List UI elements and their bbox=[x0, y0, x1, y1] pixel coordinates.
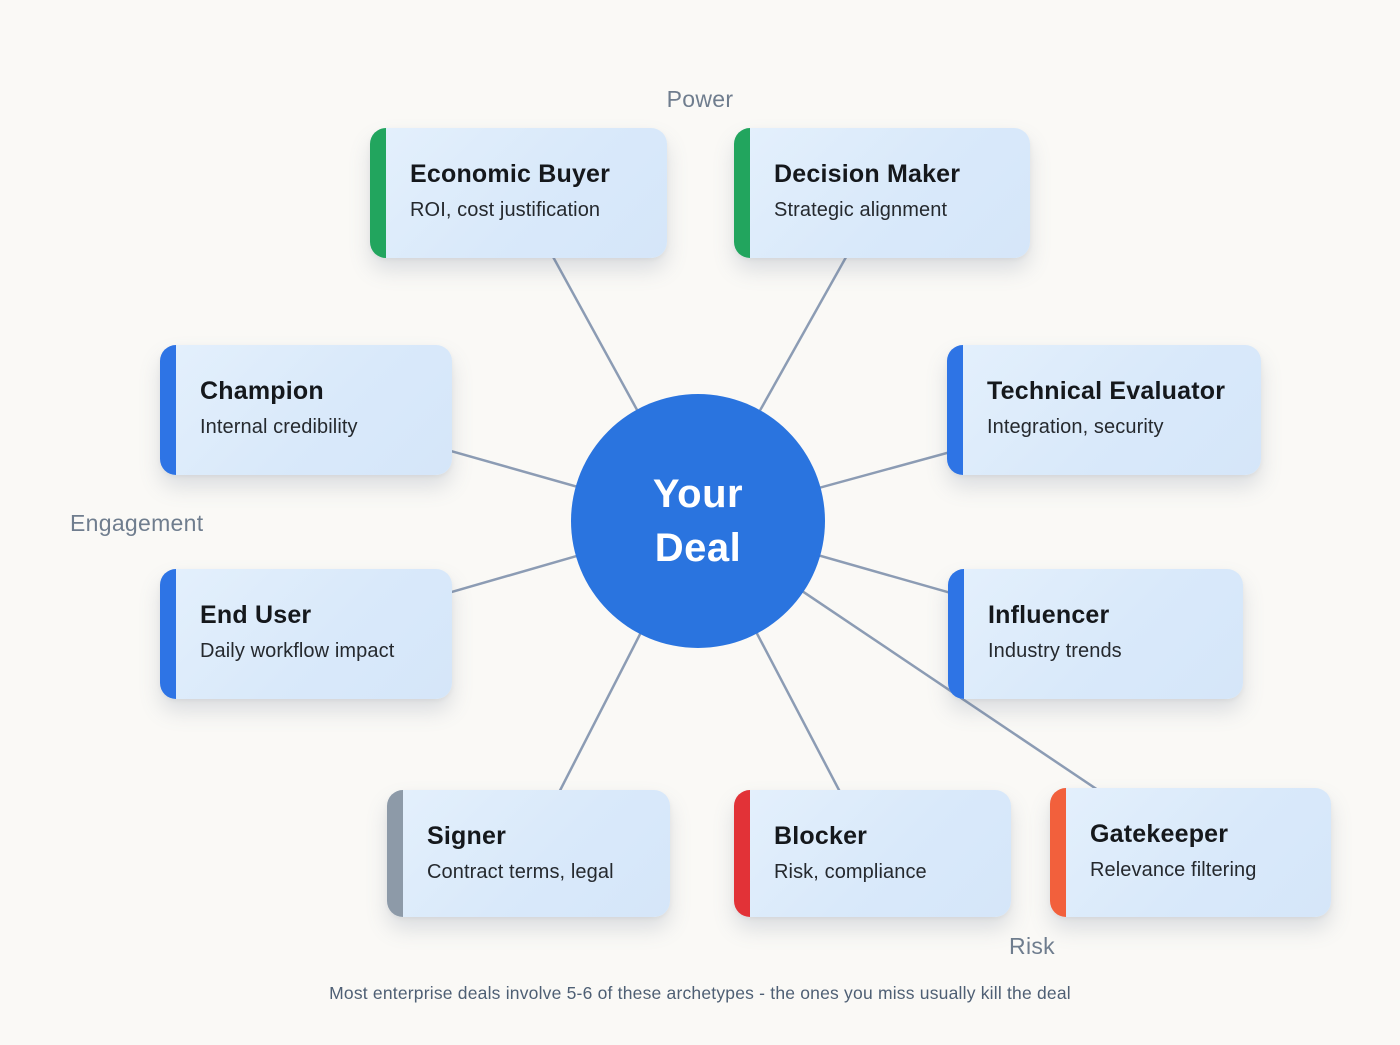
card-champion: Champion Internal credibility bbox=[160, 345, 452, 475]
card-title: Economic Buyer bbox=[410, 160, 611, 188]
card-blocker: Blocker Risk, compliance bbox=[734, 790, 1011, 917]
hub-label-line1: Your bbox=[652, 472, 744, 516]
card-end-user: End User Daily workflow impact bbox=[160, 569, 452, 699]
card-subtitle: Integration, security bbox=[987, 416, 1164, 438]
card-title: End User bbox=[200, 601, 312, 629]
card-subtitle: Contract terms, legal bbox=[427, 861, 614, 883]
group-label-power: Power bbox=[666, 86, 734, 112]
card-subtitle: Risk, compliance bbox=[774, 861, 927, 883]
card-title: Influencer bbox=[988, 601, 1110, 629]
accent-bar bbox=[160, 569, 176, 699]
hub-label-line2: Deal bbox=[654, 526, 742, 570]
card-subtitle: ROI, cost justification bbox=[410, 199, 601, 221]
accent-bar bbox=[1050, 788, 1066, 917]
accent-bar bbox=[387, 790, 403, 917]
card-title: Champion bbox=[200, 377, 324, 405]
card-title: Technical Evaluator bbox=[987, 377, 1226, 405]
card-influencer: Influencer Industry trends bbox=[948, 569, 1243, 699]
accent-bar bbox=[370, 128, 386, 258]
diagram-caption: Most enterprise deals involve 5-6 of the… bbox=[329, 983, 1071, 1003]
accent-bar bbox=[734, 128, 750, 258]
card-title: Blocker bbox=[774, 822, 868, 850]
card-technical-evaluator: Technical Evaluator Integration, securit… bbox=[947, 345, 1261, 475]
card-gatekeeper: Gatekeeper Relevance filtering bbox=[1050, 788, 1331, 917]
card-subtitle: Daily workflow impact bbox=[200, 640, 395, 662]
card-title: Signer bbox=[427, 822, 506, 850]
accent-bar bbox=[160, 345, 176, 475]
card-title: Decision Maker bbox=[774, 160, 961, 188]
accent-bar bbox=[948, 569, 964, 699]
group-label-engagement: Engagement bbox=[70, 510, 204, 536]
card-subtitle: Relevance filtering bbox=[1090, 859, 1257, 881]
card-subtitle: Strategic alignment bbox=[774, 199, 948, 221]
card-signer: Signer Contract terms, legal bbox=[387, 790, 670, 917]
accent-bar bbox=[947, 345, 963, 475]
group-label-risk: Risk bbox=[1009, 933, 1055, 959]
card-decision-maker: Decision Maker Strategic alignment bbox=[734, 128, 1030, 258]
hub-circle-your-deal: Your Deal bbox=[571, 394, 825, 648]
card-title: Gatekeeper bbox=[1090, 820, 1229, 848]
accent-bar bbox=[734, 790, 750, 917]
card-economic-buyer: Economic Buyer ROI, cost justification bbox=[370, 128, 667, 258]
card-subtitle: Industry trends bbox=[988, 640, 1122, 662]
card-subtitle: Internal credibility bbox=[200, 416, 358, 438]
